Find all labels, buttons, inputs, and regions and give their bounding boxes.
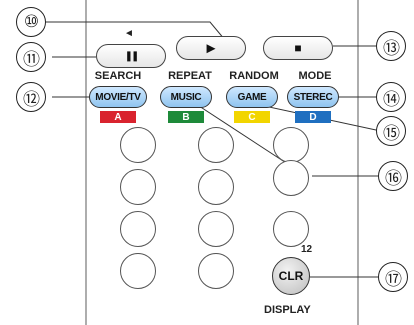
display-label: DISPLAY [264,304,311,316]
number-key[interactable] [198,169,234,205]
pause-button[interactable]: ❚❚ [96,44,166,68]
callout-10: ⑩ [16,7,46,37]
color-key-a: A [100,111,136,123]
reverse-arrow-icon: ◄ [124,28,134,39]
color-key-c: C [234,111,270,123]
callout-11: ⑪ [16,42,46,72]
number-key[interactable] [198,253,234,289]
number-key[interactable] [198,127,234,163]
clr-label: CLR [278,269,304,283]
number-key[interactable] [198,211,234,247]
callout-14: ⑭ [376,82,406,112]
number-key[interactable] [120,253,156,289]
game-button[interactable]: GAME [226,86,278,108]
movie-tv-button[interactable]: MOVIE/TV [89,86,147,108]
play-button[interactable]: ► [176,36,246,60]
callout-17: ⑰ [378,262,408,292]
label-search: SEARCH [94,70,142,82]
stop-icon: ■ [294,41,302,55]
stop-button[interactable]: ■ [263,36,333,60]
callout-15: ⑮ [376,116,406,146]
number-key[interactable] [120,127,156,163]
number-key[interactable] [120,169,156,205]
pause-icon: ❚❚ [124,50,140,62]
number-key[interactable] [273,211,309,247]
clr-button[interactable]: CLR [272,257,310,295]
color-key-b: B [168,111,204,123]
label-mode: MODE [298,70,332,82]
clr-superscript: 12 [301,244,313,255]
play-icon: ► [203,39,219,57]
label-random: RANDOM [229,70,279,82]
stereo-button[interactable]: STEREC [287,86,339,108]
number-key[interactable] [273,127,309,163]
callout-12: ⑫ [16,82,46,112]
music-button[interactable]: MUSIC [160,86,212,108]
number-key[interactable] [120,211,156,247]
callout-16: ⑯ [378,161,408,191]
label-repeat: REPEAT [168,70,212,82]
color-key-d: D [295,111,331,123]
callout-13: ⑬ [376,31,406,61]
number-key[interactable] [273,160,309,196]
